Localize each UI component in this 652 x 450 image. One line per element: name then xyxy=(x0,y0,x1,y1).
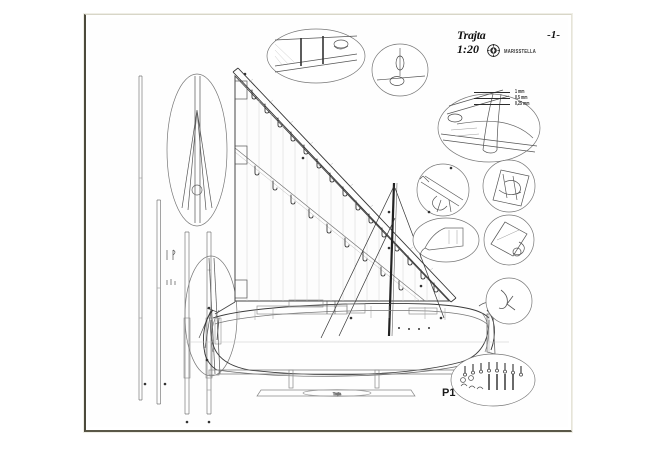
drawing-sheet-inner: Trajta xyxy=(89,18,568,427)
spar-components xyxy=(138,75,213,415)
brand-name: MARISSTELLA xyxy=(504,48,536,55)
hull-side-profile xyxy=(202,302,496,377)
detail-callout-spar-head xyxy=(166,73,228,227)
detail-callout-belaying-pin-rack xyxy=(450,353,536,407)
detail-callout-deck-rigging xyxy=(266,28,366,84)
page-number: -1- xyxy=(547,29,560,41)
legend-line-sample xyxy=(474,98,510,99)
rudder xyxy=(486,313,496,355)
detail-callout-cleat xyxy=(485,277,533,325)
drawing-sheet: Trajta xyxy=(84,14,572,432)
legend-line-sample xyxy=(474,104,510,105)
detail-callout-spar-joint xyxy=(184,255,238,377)
svg-text:Trajta: Trajta xyxy=(333,392,341,396)
bowsprit-and-fore-rigging xyxy=(214,76,236,345)
keel-and-display-stand: Trajta xyxy=(208,367,476,397)
legend-line-sample xyxy=(474,92,510,93)
legend-label: 0,25 mm xyxy=(515,101,530,107)
legend-label: 0,5 mm xyxy=(515,95,528,101)
detail-callout-halyard-tackle xyxy=(482,159,536,213)
lateen-sail-plan xyxy=(232,67,457,303)
detail-callout-rudder-fitting xyxy=(412,217,480,263)
legend-row: 1 mm xyxy=(474,89,546,96)
drawing-scale: 1:20 xyxy=(457,42,479,56)
part-code-label: P1 xyxy=(442,387,456,399)
detail-callout-block-strop xyxy=(371,43,429,97)
title-block: Trajta -1- 1:20 MARISSTELLA xyxy=(457,28,562,80)
reference-dots xyxy=(143,72,453,424)
deck-furniture xyxy=(238,299,446,330)
legend-row: 0,5 mm xyxy=(474,95,546,102)
legend-row: 0,25 mm xyxy=(474,101,546,108)
detail-callout-yard-parrel xyxy=(416,163,470,217)
line-weight-legend: 1 mm 0,5 mm 0,25 mm xyxy=(474,89,546,108)
detail-callout-tiller-fitting xyxy=(483,214,535,266)
compass-rose-logo-icon xyxy=(487,44,500,57)
model-name: Trajta xyxy=(457,28,486,42)
technical-drawing-canvas: Trajta xyxy=(138,28,541,424)
legend-label: 1 mm xyxy=(515,89,525,95)
